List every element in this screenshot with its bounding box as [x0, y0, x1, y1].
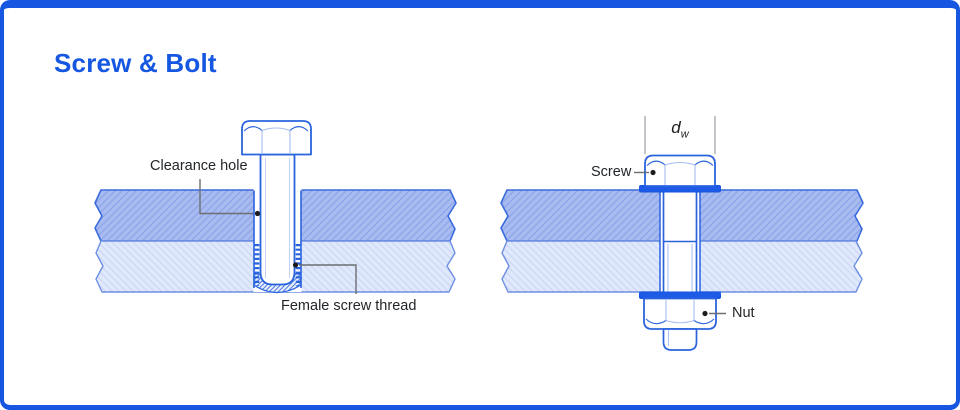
nut-facets	[665, 300, 695, 324]
nut-body	[643, 297, 717, 330]
dimension-subscript: w	[680, 128, 689, 141]
female-thread-leader	[299, 264, 357, 294]
technical-diagram	[94, 116, 864, 351]
clearance-hole-leader-dot	[254, 210, 261, 217]
left-head-chamfer-arcs	[243, 126, 309, 132]
page-title: Screw & Bolt	[54, 48, 217, 78]
left-screw-head	[241, 120, 312, 156]
screw-leader-dot	[650, 169, 656, 176]
dw-extension-lines	[644, 116, 716, 154]
left-diagram	[94, 120, 457, 294]
left-shank-highlights	[265, 158, 290, 278]
nut-label: Nut	[732, 305, 755, 321]
female-screw-thread-label: Female screw thread	[281, 298, 417, 314]
bolt-head-facets	[664, 161, 696, 185]
female-thread-leader-dot	[292, 262, 299, 268]
bolt-shaft-edges	[662, 191, 698, 298]
bolt-tip	[662, 328, 698, 351]
right-diagram	[500, 116, 864, 351]
dimension-dw-label: dw	[659, 118, 701, 140]
bolt-thread-minor-lines	[667, 244, 693, 297]
right-hole-edges	[659, 190, 701, 292]
nut-leader-dot	[702, 310, 708, 317]
bolt-head	[644, 154, 716, 187]
bolt-shaft	[663, 191, 697, 298]
bottom-washer	[639, 291, 721, 299]
clearance-hole-leader	[199, 179, 253, 215]
bolt-head-chamfer-arcs	[646, 160, 714, 166]
left-screw-shank	[259, 153, 296, 286]
dimension-symbol: d	[671, 118, 681, 137]
screw-label: Screw	[591, 164, 632, 180]
nut-chamfer-arcs	[645, 318, 715, 325]
left-hole-edges	[253, 190, 302, 288]
left-head-facets	[261, 127, 291, 154]
clearance-hole-label: Clearance hole	[150, 158, 248, 174]
